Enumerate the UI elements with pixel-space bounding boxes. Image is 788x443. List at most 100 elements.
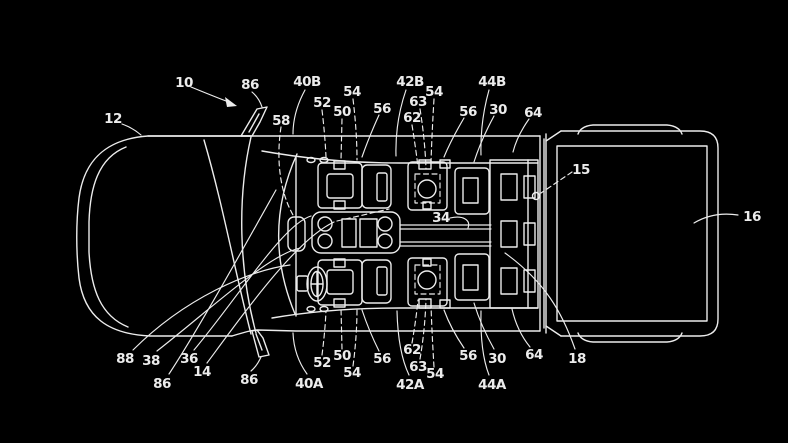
- ref-label-44a: 44A: [478, 377, 507, 393]
- ref-label-44b: 44B: [478, 74, 506, 90]
- cupholder-3: [377, 216, 393, 232]
- leader-54-top-right: [430, 98, 435, 163]
- leader-62-bottom: [411, 299, 419, 344]
- seat-anchor-bottom: [333, 298, 346, 308]
- leader-15: [540, 171, 573, 194]
- leader-10: [190, 86, 227, 102]
- console-body: [311, 211, 401, 254]
- leader-64-bottom: [511, 308, 531, 348]
- mid-seat-driver-side: [407, 257, 448, 309]
- bed-bevel-bottom: [545, 325, 562, 337]
- bed-inner-box: [556, 145, 708, 322]
- leader-63-bottom: [419, 298, 427, 360]
- panel-slot-5: [523, 222, 536, 246]
- door-detail-top-1: [306, 156, 316, 164]
- mirror-top-inner-line: [248, 113, 260, 133]
- leader-64-top: [512, 118, 530, 153]
- ref-label-38: 38: [142, 353, 160, 369]
- ref-label-64-bottom: 64: [525, 347, 543, 363]
- ref-label-58: 58: [272, 113, 290, 129]
- ref-label-18: 18: [568, 351, 586, 367]
- leader-42A: [396, 310, 410, 376]
- seat-rails: [399, 224, 492, 247]
- ref-label-86-bottom-left: 86: [153, 376, 171, 392]
- hood-inner-edge: [88, 146, 129, 328]
- door-detail-bottom-2: [319, 305, 329, 313]
- ref-label-34: 34: [432, 210, 450, 226]
- seat-clip-bottom: [422, 201, 432, 210]
- seat-anchor-top: [333, 258, 346, 268]
- leader-62-top: [411, 124, 419, 168]
- side-mirror-bottom: [251, 329, 270, 358]
- track-clip: [439, 299, 451, 309]
- leader-44A: [480, 310, 490, 376]
- seat-cushion: [326, 269, 354, 295]
- rear-bulkhead-panel: [489, 159, 541, 309]
- ref-label-88: 88: [116, 351, 134, 367]
- leader-34: [449, 216, 470, 229]
- leader-56-top-right: [443, 117, 465, 158]
- ref-label-56-bottom-right: 56: [459, 348, 477, 364]
- ref-label-54-top-right: 54: [425, 84, 443, 100]
- seat-inner: [462, 264, 479, 291]
- ref-label-86-bottom-mirror: 86: [240, 372, 258, 388]
- steering-column: [296, 275, 309, 292]
- truck-bed: [545, 124, 719, 343]
- seat-base: [407, 161, 448, 211]
- ref-label-50-top: 50: [333, 104, 351, 120]
- leader-52-top: [321, 109, 327, 158]
- seat-clip-bottom: [418, 298, 432, 309]
- leader-14: [206, 221, 335, 364]
- leader-56-top-left: [361, 114, 380, 158]
- ref-label-52-bottom: 52: [313, 355, 331, 371]
- latch-detent: [531, 191, 541, 201]
- ref-label-56-bottom-left: 56: [373, 351, 391, 367]
- leader-56-bottom-right: [443, 309, 465, 349]
- ref-label-42b: 42B: [396, 74, 424, 90]
- panel-slot-6: [523, 269, 536, 293]
- child-anchor-zone: [414, 264, 441, 295]
- rear-seat-passenger-side: [439, 159, 490, 215]
- panel-slot-4: [523, 175, 536, 199]
- cupholder-2: [317, 233, 333, 249]
- seat-back: [361, 259, 392, 304]
- ref-label-16: 16: [743, 209, 761, 225]
- wheel-flare-bottom: [577, 332, 683, 343]
- child-anchor-zone: [414, 173, 441, 204]
- seat-anchor-top: [333, 160, 346, 170]
- ref-label-64-top: 64: [524, 105, 542, 121]
- swivel-hub: [417, 270, 437, 290]
- reference-labels: 10 12 86 40B 58 52 50 54 56 42B 62 63 54…: [104, 74, 761, 393]
- hood-outline: [76, 135, 251, 337]
- leader-63-top: [419, 108, 427, 170]
- leader-58: [278, 126, 294, 216]
- leader-38: [156, 247, 301, 352]
- ref-label-30-bottom: 30: [488, 351, 506, 367]
- seat-back-inner: [376, 172, 388, 202]
- leader-56-bottom-left: [361, 309, 380, 352]
- mirror-bottom-inner-line: [255, 333, 263, 351]
- front-seat-driver-side: [317, 258, 392, 308]
- leader-30-top: [473, 115, 495, 163]
- seat-back: [361, 164, 392, 209]
- beltline-bottom: [271, 307, 539, 319]
- seat-base: [454, 253, 490, 301]
- ref-label-12: 12: [104, 111, 122, 127]
- leader-18: [504, 252, 576, 350]
- line-art: [76, 86, 739, 376]
- swivel-hub: [417, 179, 437, 199]
- ref-label-54-bottom-right: 54: [426, 366, 444, 382]
- arrowhead-10: [225, 97, 237, 107]
- ref-label-62-bottom: 62: [403, 342, 421, 358]
- leader-lines-dashed: [278, 98, 573, 368]
- ref-label-42a: 42A: [396, 377, 425, 393]
- leader-50-top: [340, 118, 343, 161]
- leader-50-bottom: [340, 307, 343, 350]
- leader-54-bottom-right: [430, 304, 435, 368]
- bed-bevel-top: [545, 130, 562, 142]
- seat-clip-top: [418, 159, 432, 170]
- seat-anchor-bottom: [333, 200, 346, 210]
